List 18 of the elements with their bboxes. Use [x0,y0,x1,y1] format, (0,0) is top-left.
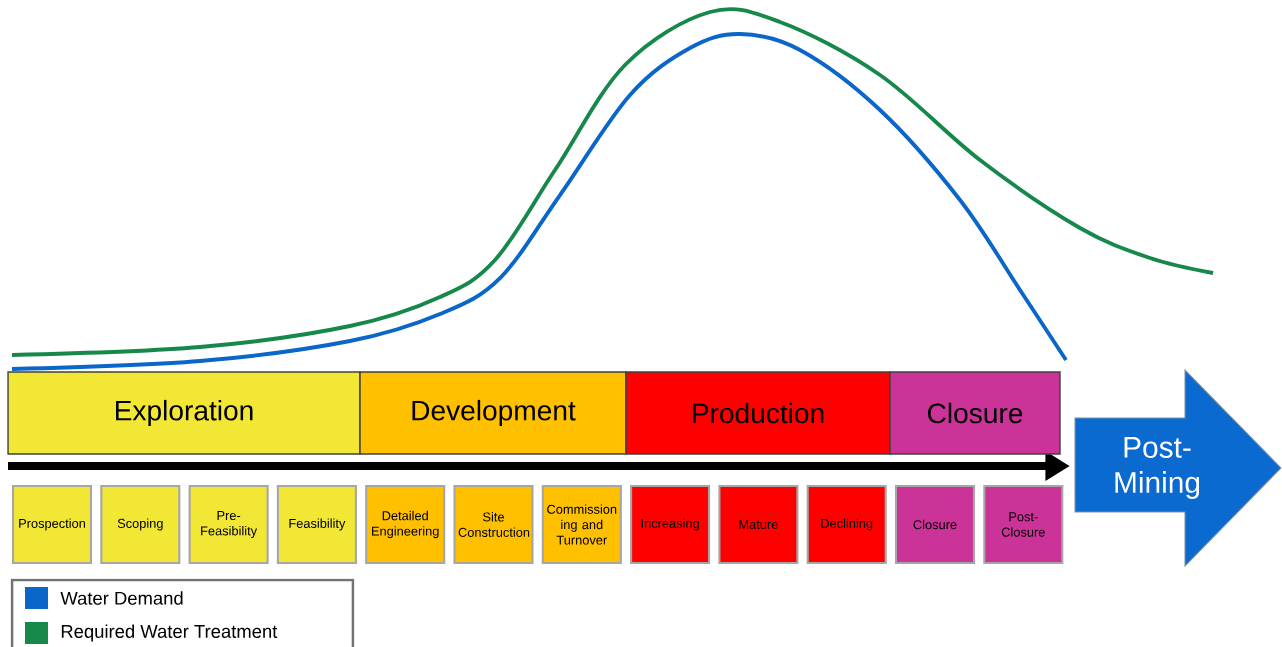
phase-band: Closure [889,371,1061,455]
stage-box: Prospection [11,484,93,565]
stage-box: Commission ing and Turnover [541,484,622,565]
phase-band: Exploration [7,371,361,455]
stage-box: Closure [894,484,976,565]
stage-box: Scoping [100,484,181,565]
stage-box: Mature [718,484,799,565]
stage-box: Post-Closure [983,484,1064,565]
stage-box: Increasing [630,484,711,565]
stage-box: Pre-Feasibility [188,484,269,565]
stage-box: Site Construction [453,484,534,565]
legend-label: Water Demand [60,591,183,605]
stage-box: Declining [806,484,887,565]
stage-box: Feasibility [276,484,357,565]
stage-box: Detailed Engineering [365,484,446,565]
phase-band: Production [625,371,891,455]
legend-label: Required Water Treatment [61,624,278,642]
phase-band: Development [359,371,627,455]
